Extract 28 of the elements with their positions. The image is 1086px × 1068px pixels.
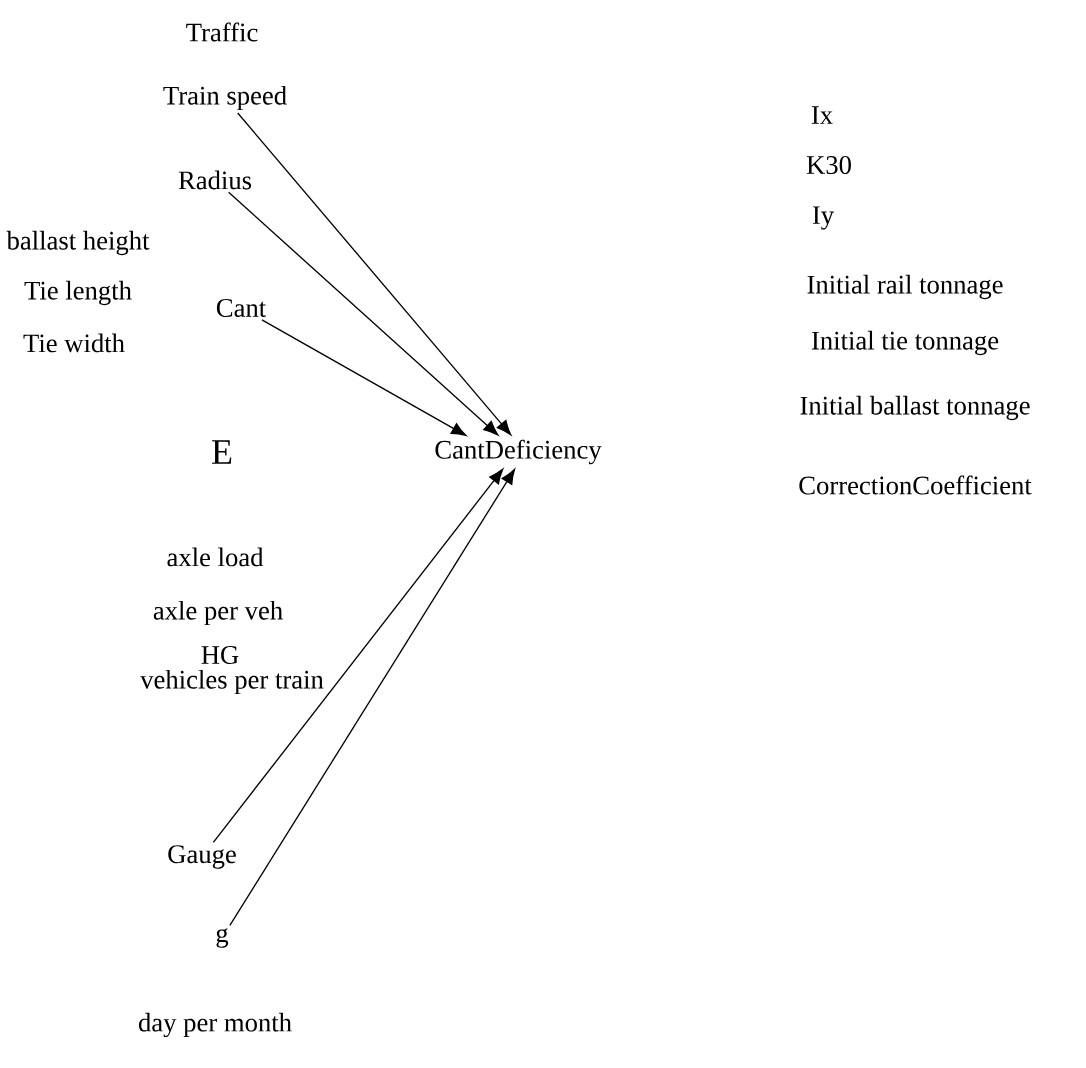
node-text: g — [216, 928, 229, 948]
label-text: Initial ballast tonnage — [800, 395, 1030, 421]
arrow — [229, 468, 516, 926]
node-text: Train speed — [163, 85, 287, 111]
label-text: axle load — [167, 547, 264, 567]
label-text: Initial tie tonnage — [811, 330, 999, 356]
label-text: Initial rail tonnage — [807, 274, 1003, 300]
arrow — [237, 112, 512, 436]
node-text: Cant — [216, 299, 267, 317]
label-text: HG — [201, 646, 239, 664]
label-text: Iy — [812, 206, 834, 230]
arrow — [212, 468, 504, 844]
label-text: CorrectionCoefficient — [799, 475, 1032, 495]
label-text: day per month — [138, 1012, 292, 1038]
arrow — [261, 319, 467, 437]
label-text: Ix — [811, 106, 833, 124]
label-text: K30 — [806, 156, 851, 174]
label-text: E — [212, 440, 232, 464]
label-text: axle per veh — [153, 600, 283, 626]
label-text: Traffic — [186, 22, 258, 42]
label-text: ballast height — [6, 230, 150, 256]
node-text: Gauge — [168, 845, 236, 869]
label-text: vehicles per train — [140, 669, 324, 695]
node-text: CantDeficiency — [435, 439, 602, 465]
arrow — [228, 191, 499, 436]
node-text: Radius — [178, 170, 252, 190]
label-text: Tie width — [23, 333, 125, 353]
label-text: Tie length — [24, 280, 132, 306]
